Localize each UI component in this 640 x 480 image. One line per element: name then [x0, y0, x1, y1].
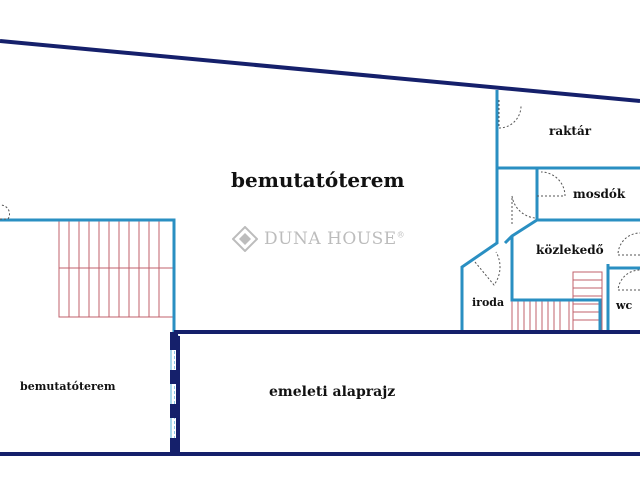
door-washrooms — [537, 171, 566, 197]
left-staircase — [58, 219, 174, 318]
registered-mark: ® — [396, 230, 406, 240]
door-corridor-right — [617, 232, 640, 256]
door-office — [474, 251, 501, 286]
door-wc — [617, 269, 640, 291]
interior-walls — [0, 90, 640, 332]
door-storage — [498, 100, 522, 129]
window-piers — [170, 332, 178, 456]
room-label-washrooms: mosdók — [573, 187, 626, 201]
door-swings — [0, 100, 640, 291]
watermark-logo: DUNA HOUSE® — [232, 226, 405, 252]
plan-caption: emeleti alaprajz — [269, 384, 396, 400]
outer-walls — [0, 39, 640, 456]
room-label-wc: wc — [616, 299, 633, 312]
duna-house-diamond-icon — [232, 226, 258, 252]
room-label-storage: raktár — [549, 124, 592, 138]
door-left — [0, 204, 11, 220]
room-label-corridor: közlekedő — [536, 243, 604, 257]
watermark-brand: DUNA HOUSE — [264, 229, 397, 249]
room-label-lower-showroom: bemutatóterem — [20, 380, 116, 393]
room-label-main-showroom: bemutatóterem — [231, 168, 405, 192]
watermark-text: DUNA HOUSE® — [264, 229, 405, 249]
room-label-office: iroda — [472, 296, 505, 309]
door-corridor — [511, 195, 536, 224]
